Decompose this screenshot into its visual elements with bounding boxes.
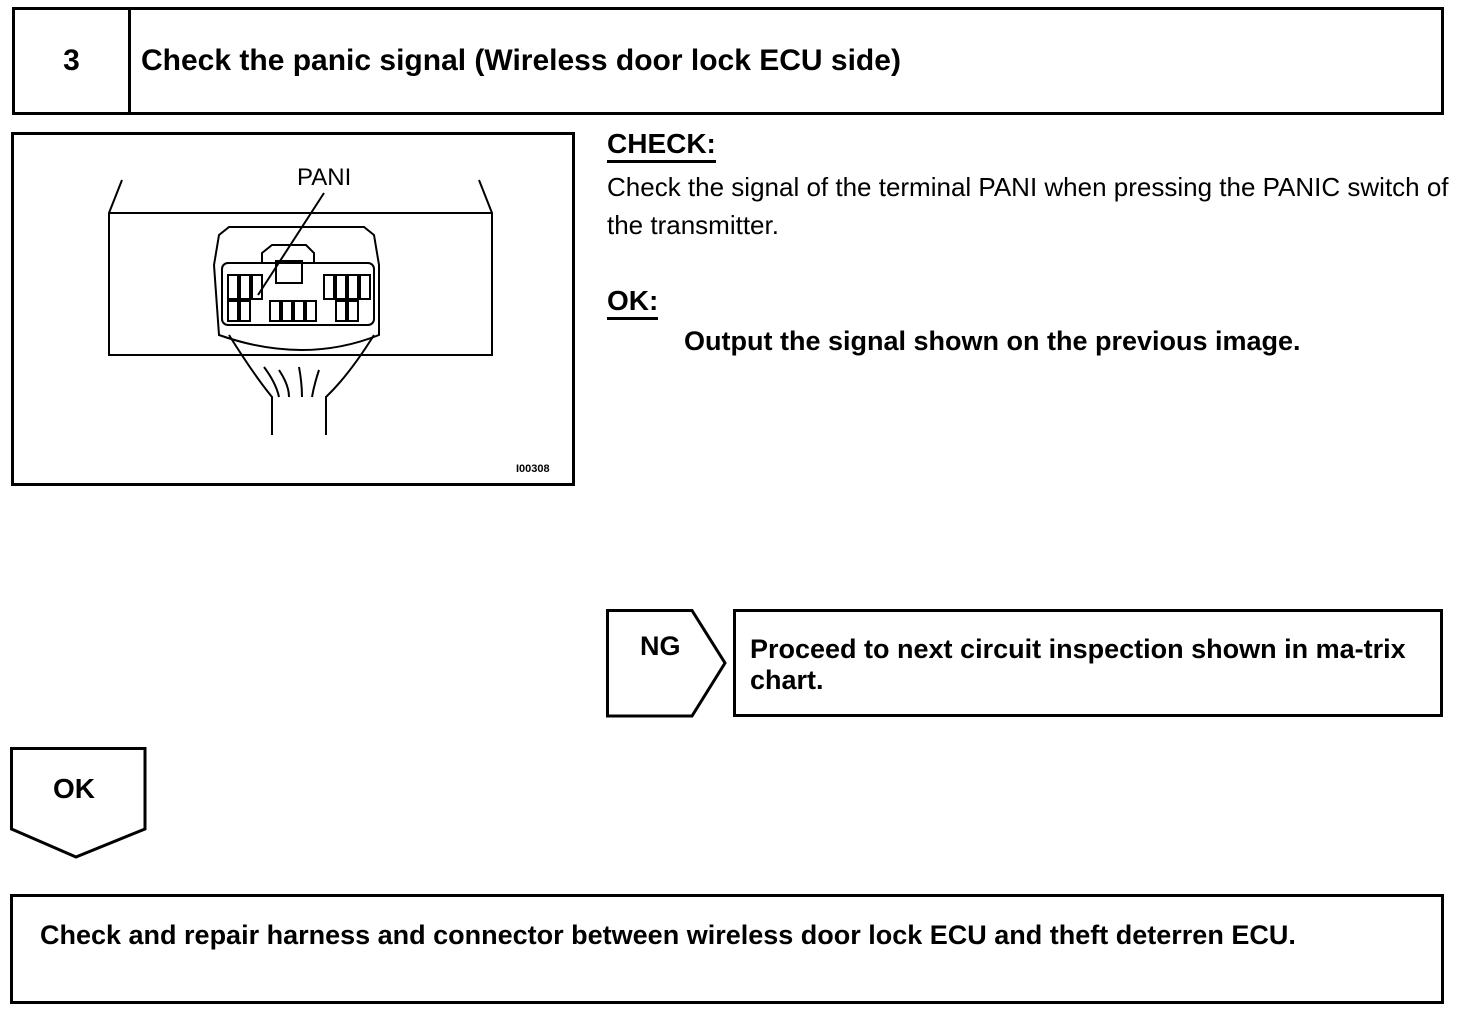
step-title: Check the panic signal (Wireless door lo… bbox=[141, 44, 901, 77]
terminal-label: PANI bbox=[297, 164, 352, 191]
ng-arrow-shape bbox=[606, 609, 727, 718]
ng-result-box: Proceed to next circuit inspection shown… bbox=[733, 609, 1443, 717]
ng-result-text: Proceed to next circuit inspection shown… bbox=[750, 634, 1406, 695]
step-number: 3 bbox=[15, 10, 131, 112]
final-action-box: Check and repair harness and connector b… bbox=[10, 894, 1444, 1004]
ecu-connector-illustration bbox=[108, 179, 493, 435]
ok-flow-label: OK bbox=[53, 773, 95, 804]
connector-figure: PANI I00308 bbox=[11, 132, 575, 486]
ng-label: NG bbox=[640, 631, 681, 661]
ok-heading: OK: bbox=[607, 285, 659, 320]
ok-text: Output the signal shown on the previous … bbox=[684, 326, 1301, 356]
image-code: I00308 bbox=[516, 463, 550, 475]
ok-arrow-shape bbox=[10, 747, 147, 859]
check-text: Check the signal of the terminal PANI wh… bbox=[607, 172, 1449, 240]
check-heading: CHECK: bbox=[607, 128, 716, 163]
final-action-text: Check and repair harness and connector b… bbox=[40, 920, 1296, 950]
step-header: 3 Check the panic signal (Wireless door … bbox=[12, 7, 1444, 115]
